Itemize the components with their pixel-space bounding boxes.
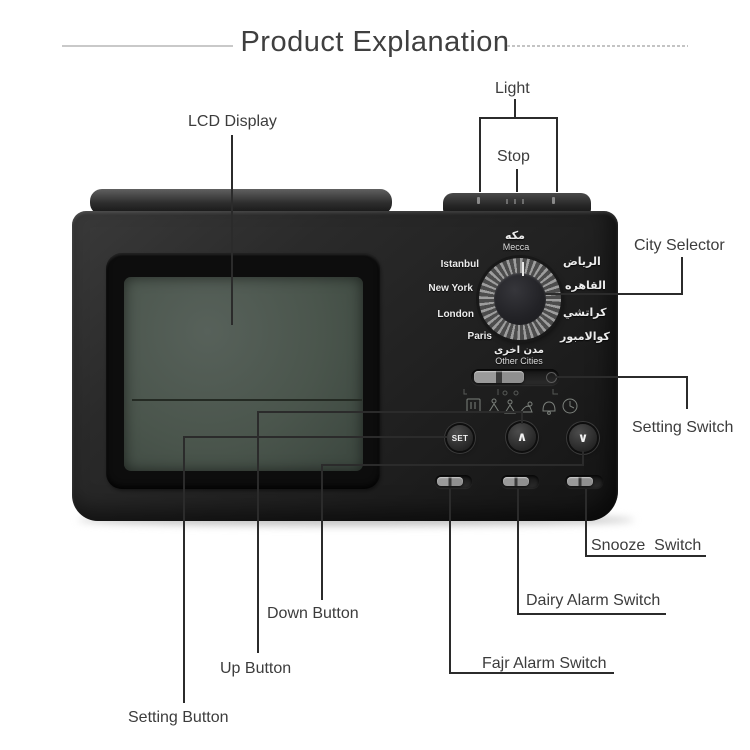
set-button-label: SET — [451, 433, 469, 443]
label-fajr-alarm-switch: Fajr Alarm Switch — [482, 655, 607, 672]
up-button[interactable]: ∧ — [508, 423, 536, 451]
stop-button-mark2 — [522, 199, 524, 204]
label-up-button: Up Button — [220, 660, 292, 677]
setting-switch-knob[interactable] — [474, 371, 524, 383]
dial-label-othercities-en: Other Cities — [495, 356, 543, 366]
city-selector-line-h — [545, 293, 683, 295]
praying-person-icon-2 — [504, 399, 516, 414]
city-selector-line-v — [681, 257, 683, 295]
stop-button[interactable] — [506, 199, 508, 204]
dial-label-mecca-ar: مكه — [505, 229, 525, 242]
handle-bar — [90, 189, 392, 215]
light-bracket-left — [479, 117, 481, 192]
label-light: Light — [495, 80, 530, 97]
lcd-divider-line — [132, 399, 362, 401]
dial-label-mecca-en: Mecca — [502, 242, 530, 252]
down-arrow-icon: ∨ — [577, 430, 589, 446]
stop-button-mark — [514, 199, 516, 204]
down-button[interactable]: ∨ — [569, 424, 597, 452]
dial-label-karachi: كراتشي — [563, 306, 607, 319]
dairy-underline — [517, 613, 666, 615]
label-snooze-switch: Snooze Switch — [591, 537, 702, 554]
light-bracket-right — [556, 117, 558, 192]
down-button-stem — [582, 451, 584, 466]
fajr-line-v — [449, 489, 451, 674]
fajr-underline — [449, 672, 614, 674]
title-rule-right — [507, 45, 688, 47]
dial-label-london: London — [437, 309, 474, 320]
up-arrow-icon: ∧ — [516, 429, 528, 445]
dial-label-cairo: القاهره — [565, 279, 606, 292]
stop-callout-stem — [516, 169, 518, 192]
dial-pointer-mark — [522, 262, 524, 276]
title-rule-left — [62, 45, 233, 47]
snooze-underline — [585, 555, 706, 557]
down-button-line-v — [321, 464, 323, 600]
setting-button-line-h — [183, 436, 447, 438]
dial-label-istanbul: Istanbul — [440, 259, 479, 270]
label-setting-switch: Setting Switch — [632, 419, 734, 436]
set-button[interactable]: SET — [447, 425, 473, 451]
snooze-switch-knob[interactable] — [567, 477, 593, 486]
light-button-right[interactable] — [552, 197, 555, 204]
label-stop: Stop — [497, 148, 530, 165]
up-button-line-h — [257, 411, 523, 413]
label-setting-button: Setting Button — [128, 709, 229, 726]
dairy-line-v — [517, 489, 519, 615]
lcd-display — [124, 277, 363, 471]
label-dairy-alarm-switch: Dairy Alarm Switch — [526, 592, 661, 609]
dial-label-paris: Paris — [467, 331, 492, 342]
fajr-alarm-switch-knob[interactable] — [437, 477, 463, 486]
setting-switch-line-v — [686, 376, 688, 409]
page-title: Product Explanation — [240, 26, 510, 58]
up-button-stem — [521, 411, 523, 424]
down-button-line-h — [321, 464, 584, 466]
light-callout-stem — [514, 99, 516, 118]
dial-label-kualalumpur: كوالامبور — [560, 330, 610, 343]
dial-label-newyork: New York — [428, 283, 473, 294]
dial-label-riyadh: الرياض — [563, 255, 601, 268]
setting-switch-line-h — [556, 376, 688, 378]
snooze-line-v — [585, 489, 587, 557]
bowing-person-icon — [520, 401, 533, 413]
clock-icon — [562, 398, 578, 414]
light-bracket-top — [479, 117, 558, 119]
dial-label-othercities-ar: مدن اخرى — [493, 345, 544, 356]
label-down-button: Down Button — [267, 605, 359, 622]
label-city-selector: City Selector — [634, 237, 725, 254]
label-lcd-display: LCD Display — [188, 113, 277, 130]
dairy-alarm-switch-knob[interactable] — [503, 477, 529, 486]
lcd-callout-line — [231, 135, 233, 325]
up-button-line-v — [257, 411, 259, 653]
city-selector-knob[interactable] — [494, 273, 546, 325]
light-button-left[interactable] — [477, 197, 480, 204]
setting-button-line-v — [183, 436, 185, 703]
bell-icon — [542, 401, 556, 415]
